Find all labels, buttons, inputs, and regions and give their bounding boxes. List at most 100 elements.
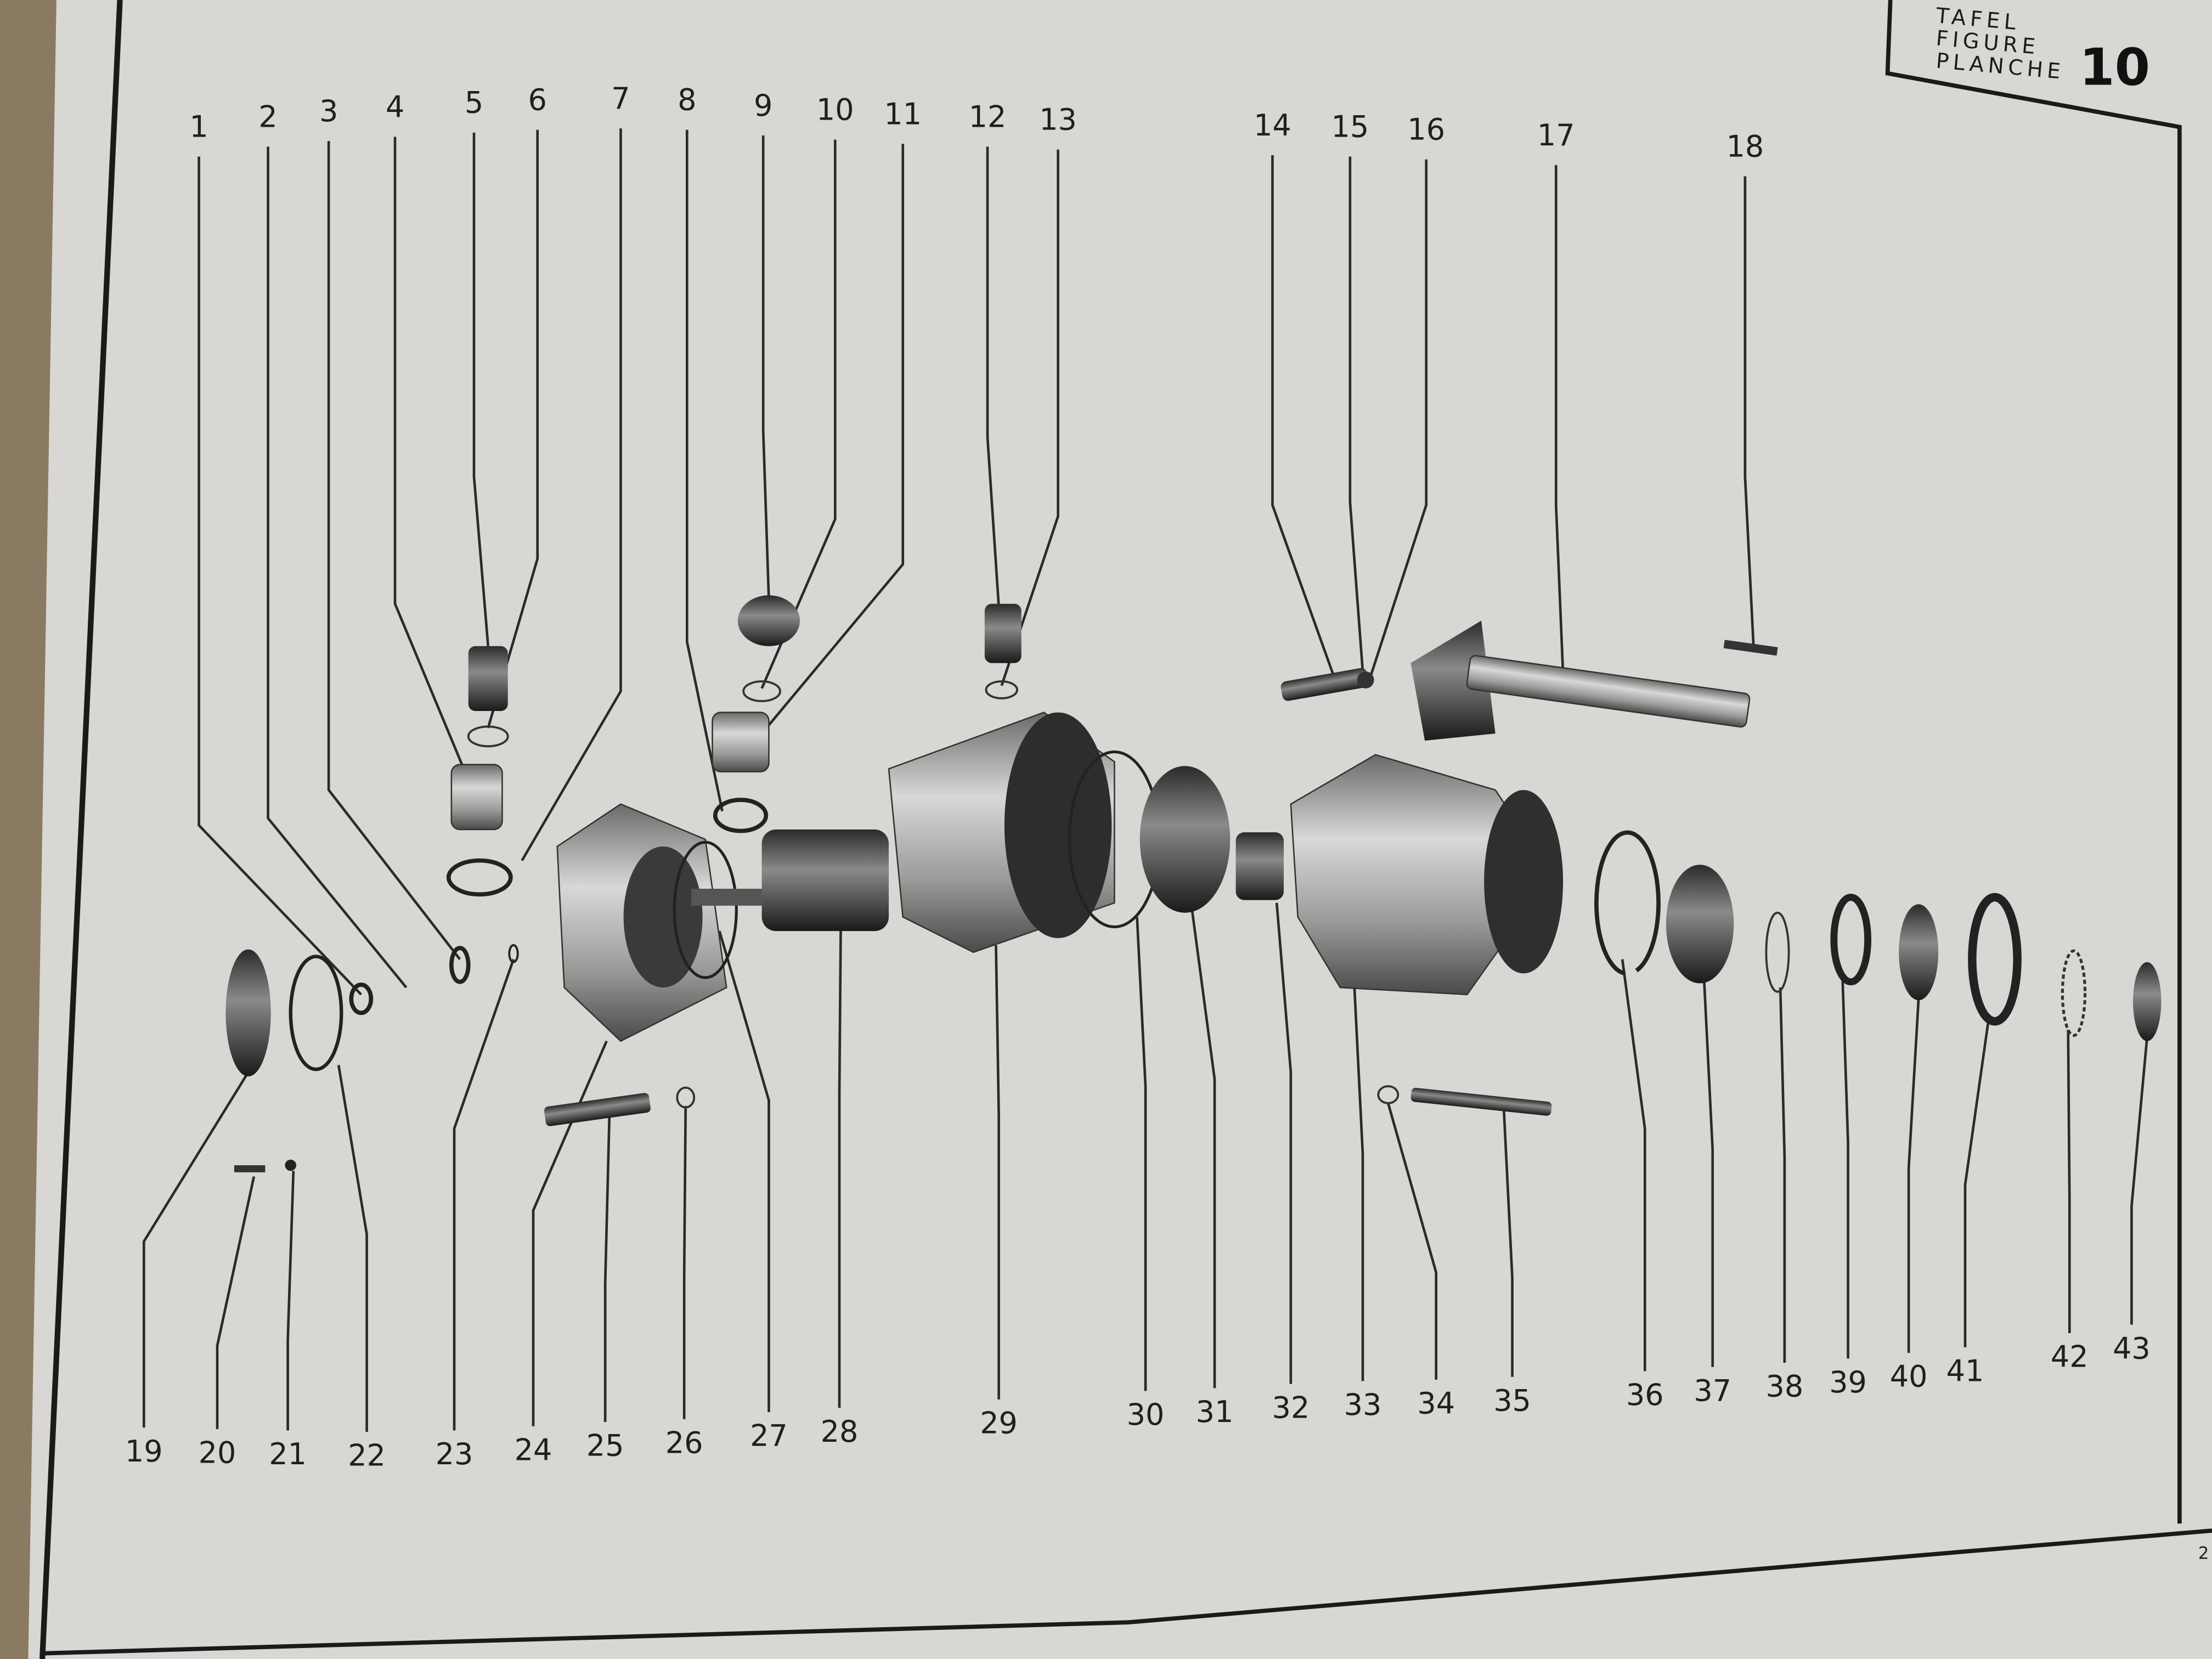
callout-number: 32	[1272, 1390, 1310, 1425]
leader-line	[1275, 902, 1293, 1384]
callout-number: 20	[199, 1436, 236, 1470]
callout-number: 4	[386, 89, 404, 124]
part-6-seal	[467, 725, 509, 748]
callout-number: 9	[754, 88, 772, 123]
leader-line	[1387, 1103, 1438, 1380]
part-20-pin	[234, 1165, 266, 1172]
part-15-ball	[1357, 672, 1374, 689]
page-border-bottom	[42, 1528, 2212, 1656]
part-18-key	[1723, 640, 1778, 656]
part-27-o-ring	[673, 840, 738, 979]
callout-number: 16	[1407, 112, 1445, 147]
part-17-flange	[1410, 620, 1496, 741]
callout-number: 36	[1626, 1378, 1664, 1412]
leader-line	[995, 945, 1000, 1400]
part-39-seal	[1830, 894, 1871, 986]
part-24-housing-bore	[623, 846, 703, 988]
leader-line	[327, 141, 461, 960]
leader-line	[1779, 987, 1786, 1363]
leader-line	[216, 1176, 256, 1429]
part-7-seal	[446, 858, 513, 897]
callout-number: 21	[269, 1437, 307, 1471]
callout-number: 22	[348, 1438, 386, 1473]
callout-number: 38	[1765, 1369, 1803, 1404]
leader-line	[1370, 159, 1428, 675]
callout-number: 5	[465, 86, 483, 120]
leader-line	[267, 146, 408, 989]
part-3-ring	[449, 946, 471, 984]
part-12-plug	[984, 603, 1022, 663]
leader-line	[2130, 1036, 2149, 1325]
leader-line	[1963, 1015, 1991, 1347]
part-42-lock-washer	[2061, 949, 2087, 1037]
part-22-o-ring	[289, 955, 343, 1071]
part-28-sleeve	[761, 830, 889, 932]
callout-number: 12	[969, 99, 1007, 134]
leader-line	[1348, 156, 1364, 672]
callout-number: 26	[665, 1426, 703, 1460]
callout-number: 37	[1694, 1373, 1731, 1408]
part-26-washer	[676, 1086, 696, 1109]
part-8-seal	[713, 798, 769, 833]
callout-number: 3	[319, 94, 338, 128]
leader-line	[1554, 165, 1565, 675]
leader-line	[1136, 917, 1147, 1391]
callout-number: 7	[611, 81, 630, 116]
callout-number: 40	[1890, 1359, 1928, 1394]
callout-number: 19	[125, 1434, 163, 1469]
parts	[225, 595, 2162, 1172]
callout-number: 34	[1417, 1386, 1455, 1421]
callout-number: 18	[1726, 129, 1764, 163]
leader-line	[453, 958, 515, 1431]
callout-number: 10	[816, 93, 854, 127]
part-38-shim	[1765, 911, 1790, 993]
leader-line	[198, 156, 362, 996]
callout-number: 33	[1344, 1387, 1382, 1422]
leader-line	[521, 128, 622, 861]
part-shaft-stub	[691, 889, 762, 906]
leader-line	[603, 1114, 611, 1422]
leader-line	[1907, 998, 1920, 1353]
leader-line	[718, 930, 770, 1412]
callout-number: 15	[1331, 109, 1369, 144]
leader-line	[682, 1105, 687, 1419]
leader-line	[1841, 973, 1849, 1359]
callout-number: 27	[750, 1419, 788, 1453]
part-29-cylinder-face	[1004, 712, 1112, 938]
callout-number: 43	[2113, 1331, 2151, 1365]
callout-number: 23	[436, 1437, 473, 1471]
callout-number: 1	[189, 109, 208, 144]
callout-number: 28	[821, 1414, 859, 1449]
part-40-bearing	[1899, 904, 1939, 1001]
callout-number: 39	[1829, 1365, 1867, 1400]
part-36-circlip	[1594, 830, 1661, 976]
leader-line	[685, 129, 724, 812]
leader-line	[986, 146, 1000, 607]
part-4-fitting	[450, 764, 503, 831]
part-37-bearing	[1666, 865, 1734, 984]
callout-number: 6	[528, 83, 547, 117]
callout-number: 8	[678, 83, 696, 117]
leader-lines	[142, 128, 2149, 1432]
part-34-washer	[1377, 1085, 1400, 1104]
part-1-ring	[349, 983, 374, 1015]
leader-line	[472, 132, 490, 646]
part-33-housing-bore	[1484, 790, 1564, 974]
leader-line	[760, 144, 905, 735]
leader-line	[1502, 1109, 1514, 1377]
leader-line	[1353, 984, 1364, 1381]
part-9-banjo-fitting	[737, 595, 800, 646]
part-35-bolt	[1410, 1087, 1552, 1116]
part-25-bolt	[544, 1093, 651, 1126]
callout-number: 11	[884, 97, 922, 131]
part-17-shaft	[1466, 654, 1751, 728]
part-5-plug	[468, 646, 508, 711]
callout-number: 17	[1537, 118, 1575, 153]
page-border-left	[40, 0, 123, 1659]
callout-number: 14	[1254, 108, 1291, 143]
leader-line	[2067, 1030, 2071, 1333]
leader-line	[1271, 155, 1335, 675]
leader-line	[142, 1071, 250, 1428]
